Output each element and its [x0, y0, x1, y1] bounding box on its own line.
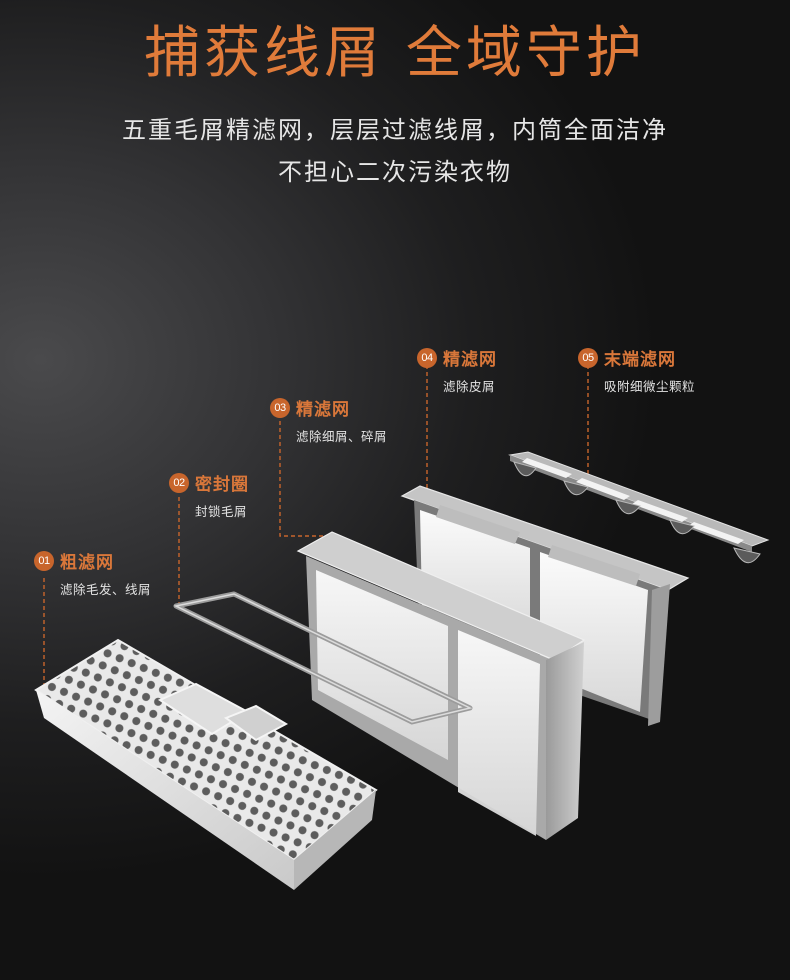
callout-badge: 05: [578, 347, 598, 368]
subtitle-line-1: 五重毛屑精滤网，层层过滤线屑，内筒全面洁净: [122, 116, 668, 144]
callout-badge: 04: [417, 347, 437, 368]
callout-badge: 02: [169, 472, 189, 493]
callout-desc: 吸附细微尘颗粒: [604, 379, 696, 394]
callout-title: 精滤网: [296, 400, 350, 420]
callout-badge: 01: [34, 550, 54, 571]
callout-02: 02 密封圈 封锁毛屑: [169, 470, 249, 520]
headline: 捕获线屑 全域守护: [144, 21, 646, 86]
callout-desc: 滤除皮屑: [443, 379, 496, 394]
callout-01: 01 粗滤网 滤除毛发、线屑: [34, 548, 151, 598]
callout-desc: 封锁毛屑: [195, 504, 248, 519]
subtitle-line-2: 不担心二次污染衣物: [278, 158, 512, 186]
connector-03: [279, 414, 340, 537]
callout-title: 精滤网: [443, 350, 497, 370]
callout-05: 05 末端滤网 吸附细微尘颗粒: [578, 345, 695, 395]
callout-badge: 03: [270, 397, 290, 418]
coarse-filter-01: [34, 638, 378, 890]
callout-03: 03 精滤网 滤除细屑、碎屑: [270, 395, 387, 445]
end-filter-05: [508, 451, 770, 564]
callout-title: 末端滤网: [604, 350, 676, 370]
callout-04: 04 精滤网 滤除皮屑: [417, 345, 497, 395]
callout-desc: 滤除细屑、碎屑: [296, 429, 388, 444]
callout-title: 粗滤网: [60, 553, 114, 573]
callout-desc: 滤除毛发、线屑: [60, 582, 152, 597]
callout-title: 密封圈: [195, 475, 249, 495]
